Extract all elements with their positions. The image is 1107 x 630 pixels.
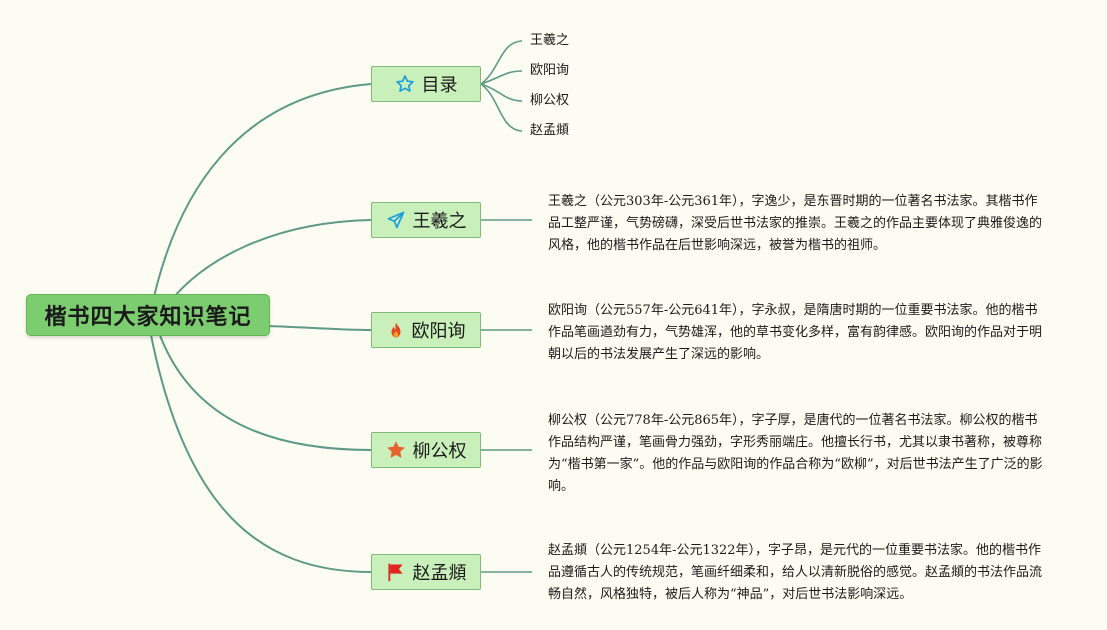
root-to-toc-line — [149, 83, 372, 316]
toc-leaf-zhaomengfu[interactable]: 赵孟頫 — [530, 123, 570, 138]
branch-toc[interactable]: 目录 — [371, 66, 481, 102]
toc-to-leaf-1-line — [480, 40, 523, 85]
root-to-wangxizhi-line — [159, 219, 372, 316]
toc-leaf-liugongquan[interactable]: 柳公权 — [530, 93, 570, 108]
wangxizhi-description: 王羲之（公元303年-公元361年），字逸少，是东晋时期的一位著名书法家。其楷书… — [548, 194, 1043, 253]
toc-to-leaf-2-line — [480, 70, 523, 85]
branch-ouyangxun[interactable]: 欧阳询 — [371, 312, 481, 348]
flag-icon — [387, 563, 403, 582]
root-to-ouyangxun-line — [267, 325, 372, 331]
ouyangxun-description: 欧阳询（公元557年-公元641年），字永叔，是隋唐时期的一位重要书法家。他的楷… — [548, 303, 1043, 362]
toc-to-leaf-4-line — [480, 83, 523, 132]
fire-icon — [391, 322, 400, 338]
branch-toc-label: 目录 — [421, 75, 458, 96]
branch-zhaomengfu-label: 赵孟頫 — [412, 563, 467, 584]
branch-liugongquan[interactable]: 柳公权 — [371, 432, 481, 468]
toc-leaf-wangxizhi[interactable]: 王羲之 — [530, 33, 570, 48]
paper-plane-icon — [387, 211, 404, 229]
root-to-zhaomengfu-line — [149, 329, 372, 573]
star-filled-icon — [387, 441, 404, 458]
branch-zhaomengfu[interactable]: 赵孟頫 — [371, 554, 481, 590]
root-topic-label: 楷书四大家知识笔记 — [44, 305, 252, 330]
zhaomengfu-description: 赵孟頫（公元1254年-公元1322年），字子昂，是元代的一位重要书法家。他的楷… — [548, 543, 1043, 602]
branch-wangxizhi-label: 王羲之 — [412, 211, 467, 232]
branch-ouyangxun-label: 欧阳询 — [411, 321, 466, 342]
liugongquan-description: 柳公权（公元778年-公元865年），字子厚，是唐代的一位著名书法家。柳公权的楷… — [548, 413, 1043, 494]
toc-to-leaf-3-line — [480, 83, 523, 102]
branch-wangxizhi[interactable]: 王羲之 — [371, 202, 481, 238]
root-topic[interactable]: 楷书四大家知识笔记 — [26, 294, 270, 336]
star-outline-icon — [395, 75, 414, 92]
root-to-liugongquan-line — [157, 329, 372, 451]
branch-liugongquan-label: 柳公权 — [412, 441, 467, 462]
toc-leaf-ouyangxun[interactable]: 欧阳询 — [530, 63, 570, 78]
